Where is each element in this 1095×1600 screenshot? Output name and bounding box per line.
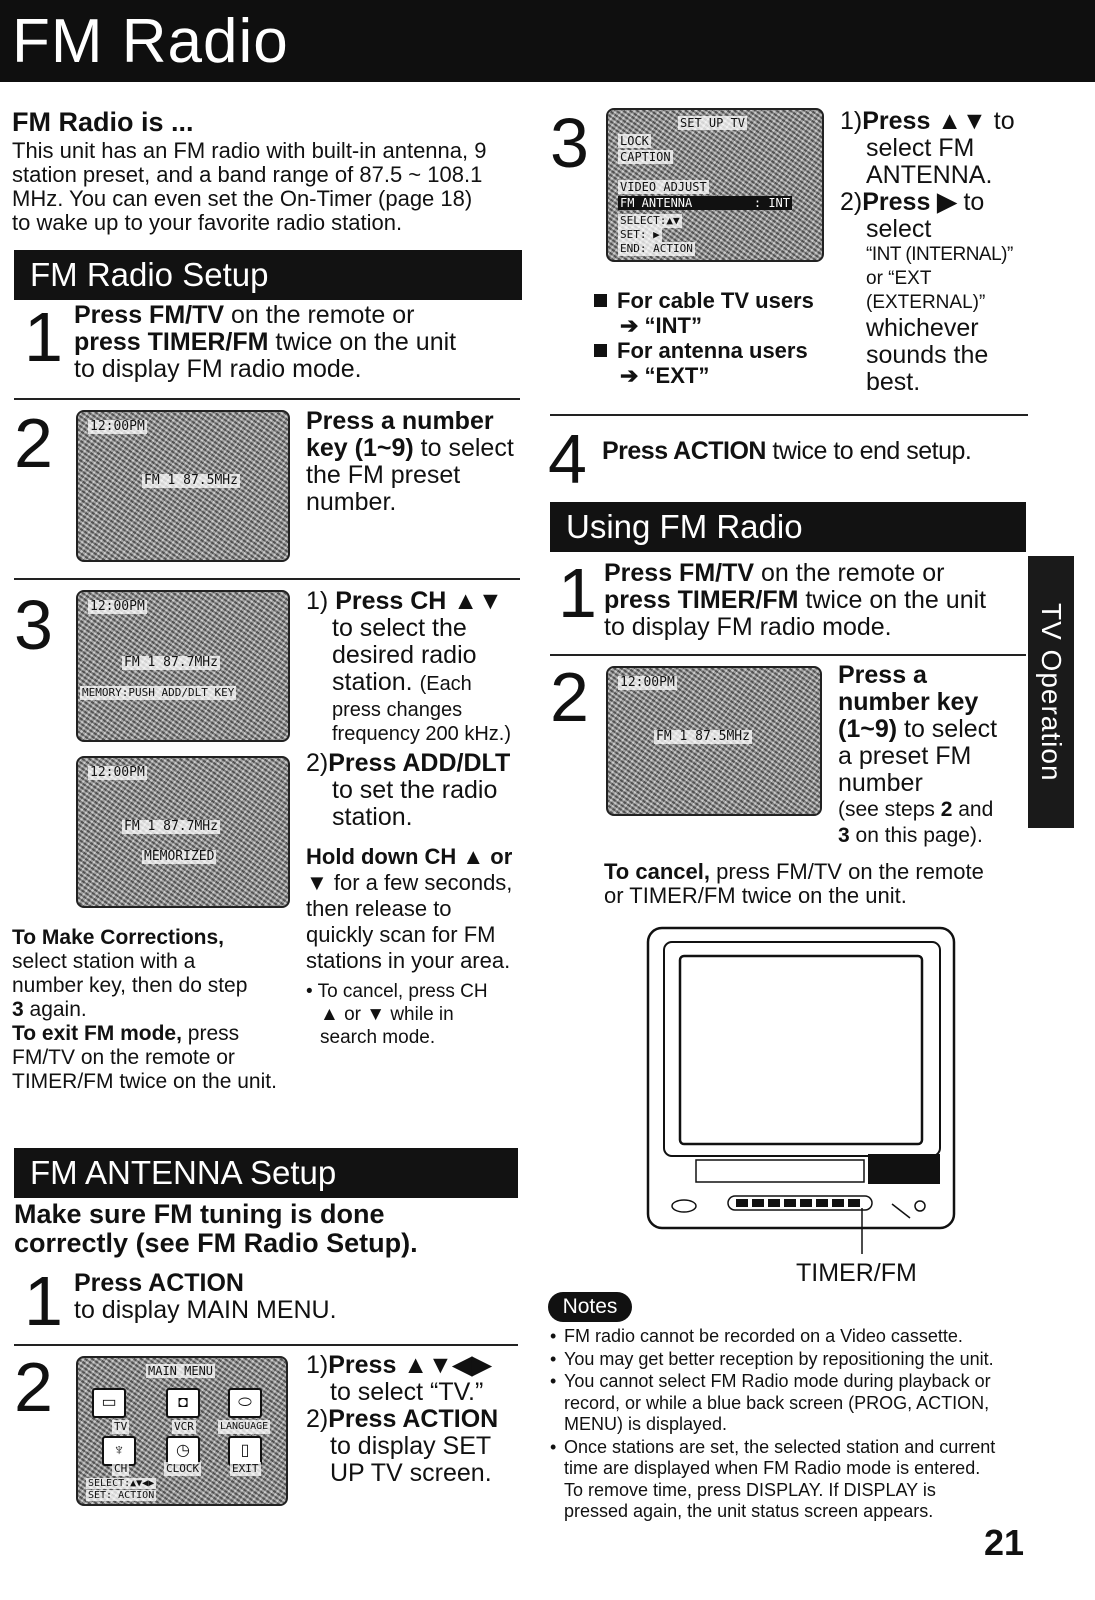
- antenna-step3-text: 1)Press ▲▼ to select FM ANTENNA. 2)Press…: [840, 107, 1015, 396]
- divider: [14, 578, 520, 580]
- step-number: 3: [550, 104, 589, 182]
- language-icon: ⬭: [228, 1388, 262, 1418]
- antenna-step4-text: Press ACTION twice to end setup.: [602, 437, 972, 465]
- tv-icon: ▭: [92, 1388, 126, 1418]
- setup-step3-b: 2)Press ADD/DLT to set the radio station…: [306, 749, 511, 831]
- note-item: You cannot select FM Radio mode during p…: [548, 1371, 1032, 1436]
- step-number: 1: [24, 1262, 63, 1340]
- tv-screen-setup-tv: SET UP TV LOCK CAPTION VIDEO ADJUST FM A…: [606, 108, 824, 262]
- step-number: 2: [550, 658, 589, 736]
- page-title: FM Radio: [12, 7, 289, 76]
- setup-step3-cancel: • To cancel, press CH ▲ or ▼ while in se…: [306, 981, 488, 1048]
- tv-screen-preset-select: 12:00PM FM 1 87.5MHz: [606, 666, 822, 816]
- setup-step1-text: Press FM/TV on the remote or press TIMER…: [74, 301, 457, 383]
- setup-step2-text: Press a number key (1~9) to select the F…: [306, 407, 514, 516]
- section-using-fm-radio: Using FM Radio: [550, 502, 1026, 552]
- antenna-user-types: For cable TV users ➔ “INT” For antenna u…: [594, 288, 844, 388]
- tv-screen-memorized: 12:00PM FM 1 87.7MHz MEMORIZED: [76, 756, 290, 908]
- using-cancel-text: To cancel, press FM/TV on the remote or …: [604, 859, 984, 908]
- antenna-step1-text: Press ACTION to display MAIN MENU.: [74, 1269, 337, 1324]
- divider: [550, 654, 1026, 656]
- note-item: FM radio cannot be recorded on a Video c…: [548, 1326, 1032, 1348]
- step-number: 1: [24, 298, 63, 376]
- step-number: 3: [14, 586, 53, 664]
- note-item: You may get better reception by repositi…: [548, 1349, 1032, 1371]
- notes-list: FM radio cannot be recorded on a Video c…: [548, 1326, 1032, 1524]
- divider: [550, 414, 1028, 416]
- tv-screen-tuning: 12:00PM FM 1 87.7MHz MEMORY:PUSH ADD/DLT…: [76, 590, 290, 742]
- divider: [14, 1344, 518, 1346]
- step-number: 2: [14, 1348, 53, 1426]
- timer-fm-label: TIMER/FM: [796, 1259, 917, 1287]
- vcr-icon: ◘: [166, 1388, 200, 1418]
- page-header-bar: [0, 0, 1095, 82]
- side-tab-label: TV Operation: [1036, 602, 1067, 782]
- note-item: Once stations are set, the selected stat…: [548, 1437, 1032, 1523]
- using-step1-text: Press FM/TV on the remote or press TIMER…: [604, 559, 987, 641]
- side-tab: [1028, 556, 1074, 828]
- corrections-text: To Make Corrections, select station with…: [12, 926, 277, 1093]
- using-step2-text: Press a number key (1~9) to select a pre…: [838, 661, 998, 848]
- antenna-icon: ♆: [102, 1436, 136, 1466]
- step-number: 2: [14, 404, 53, 482]
- tv-screen-main-menu: MAIN MENU ▭ ◘ ⬭ TV VCR LANGUAGE ♆ ◷ ▯ CH…: [76, 1356, 288, 1506]
- section-fm-radio-setup: FM Radio Setup: [14, 250, 522, 300]
- vcr-button-strip: [727, 1195, 873, 1211]
- setup-step3-a: 1) Press CH ▲▼ to select the desired rad…: [306, 587, 511, 746]
- section-fm-antenna-setup: FM ANTENNA Setup: [14, 1148, 518, 1198]
- setup-step3-hold: Hold down CH ▲ or ▼ for a few seconds, t…: [306, 844, 513, 973]
- divider: [14, 398, 520, 400]
- step-number: 4: [548, 420, 587, 498]
- notes-badge: Notes: [548, 1292, 632, 1322]
- intro-text: This unit has an FM radio with built-in …: [12, 138, 487, 235]
- step-number: 1: [558, 554, 597, 632]
- tv-screen-preset: 12:00PM FM 1 87.5MHz: [76, 410, 290, 562]
- page-number: 21: [984, 1522, 1025, 1563]
- antenna-step2-text: 1)Press ▲▼◀▶ to select “TV.” 2)Press ACT…: [306, 1351, 499, 1487]
- tv-vcr-illustration: [646, 926, 956, 1254]
- intro-heading: FM Radio is ...: [12, 107, 194, 137]
